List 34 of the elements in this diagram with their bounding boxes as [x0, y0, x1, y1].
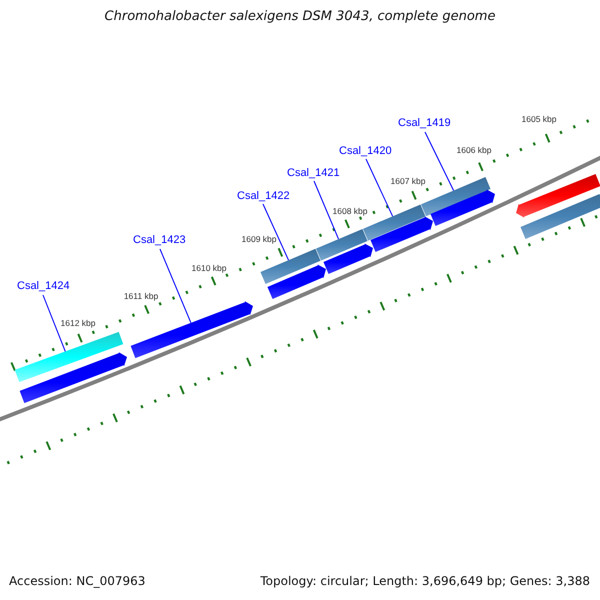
position-label: 1611 kbp [124, 291, 158, 301]
gene-bar [14, 332, 124, 382]
position-label: 1607 kbp [390, 176, 426, 186]
gene-bar [316, 229, 368, 261]
position-label: 1612 kbp [60, 318, 96, 328]
gene-feature [516, 174, 600, 218]
gene-label: Csal_1419 [398, 117, 451, 130]
gene-label: Csal_1422 [237, 190, 290, 203]
leader-line [262, 204, 290, 261]
gene-label: Csal_1424 [17, 280, 70, 293]
position-label: 1610 kbp [192, 263, 226, 273]
gene-feature [323, 243, 373, 274]
gene-feature [20, 352, 127, 404]
position-label: 1606 kbp [456, 145, 492, 155]
leader-line [314, 180, 340, 240]
position-label: 1605 kbp [522, 114, 556, 124]
gene-feature [430, 189, 495, 226]
gene-feature [267, 264, 326, 299]
leader-line [366, 158, 394, 217]
gene-feature [370, 216, 433, 252]
genome-info-text: Topology: circular; Length: 3,696,649 bp; Genes: 3,388 [260, 574, 590, 588]
position-label: 1608 kbp [332, 206, 368, 216]
gene-bar [260, 248, 321, 284]
position-label: 1609 kbp [242, 234, 276, 244]
gene-label: Csal_1420 [339, 145, 392, 158]
gene-label: Csal_1423 [133, 234, 186, 247]
gene-feature [130, 301, 253, 358]
title: Chromohalobacter salexigens DSM 3043, complete genome [104, 9, 496, 24]
gene-bar [520, 194, 600, 239]
accession-text: Accession: NC_007963 [9, 574, 146, 588]
leader-line [42, 294, 66, 352]
leader-line [424, 132, 454, 191]
gene-label: Csal_1421 [287, 167, 340, 180]
leader-line [160, 248, 192, 324]
